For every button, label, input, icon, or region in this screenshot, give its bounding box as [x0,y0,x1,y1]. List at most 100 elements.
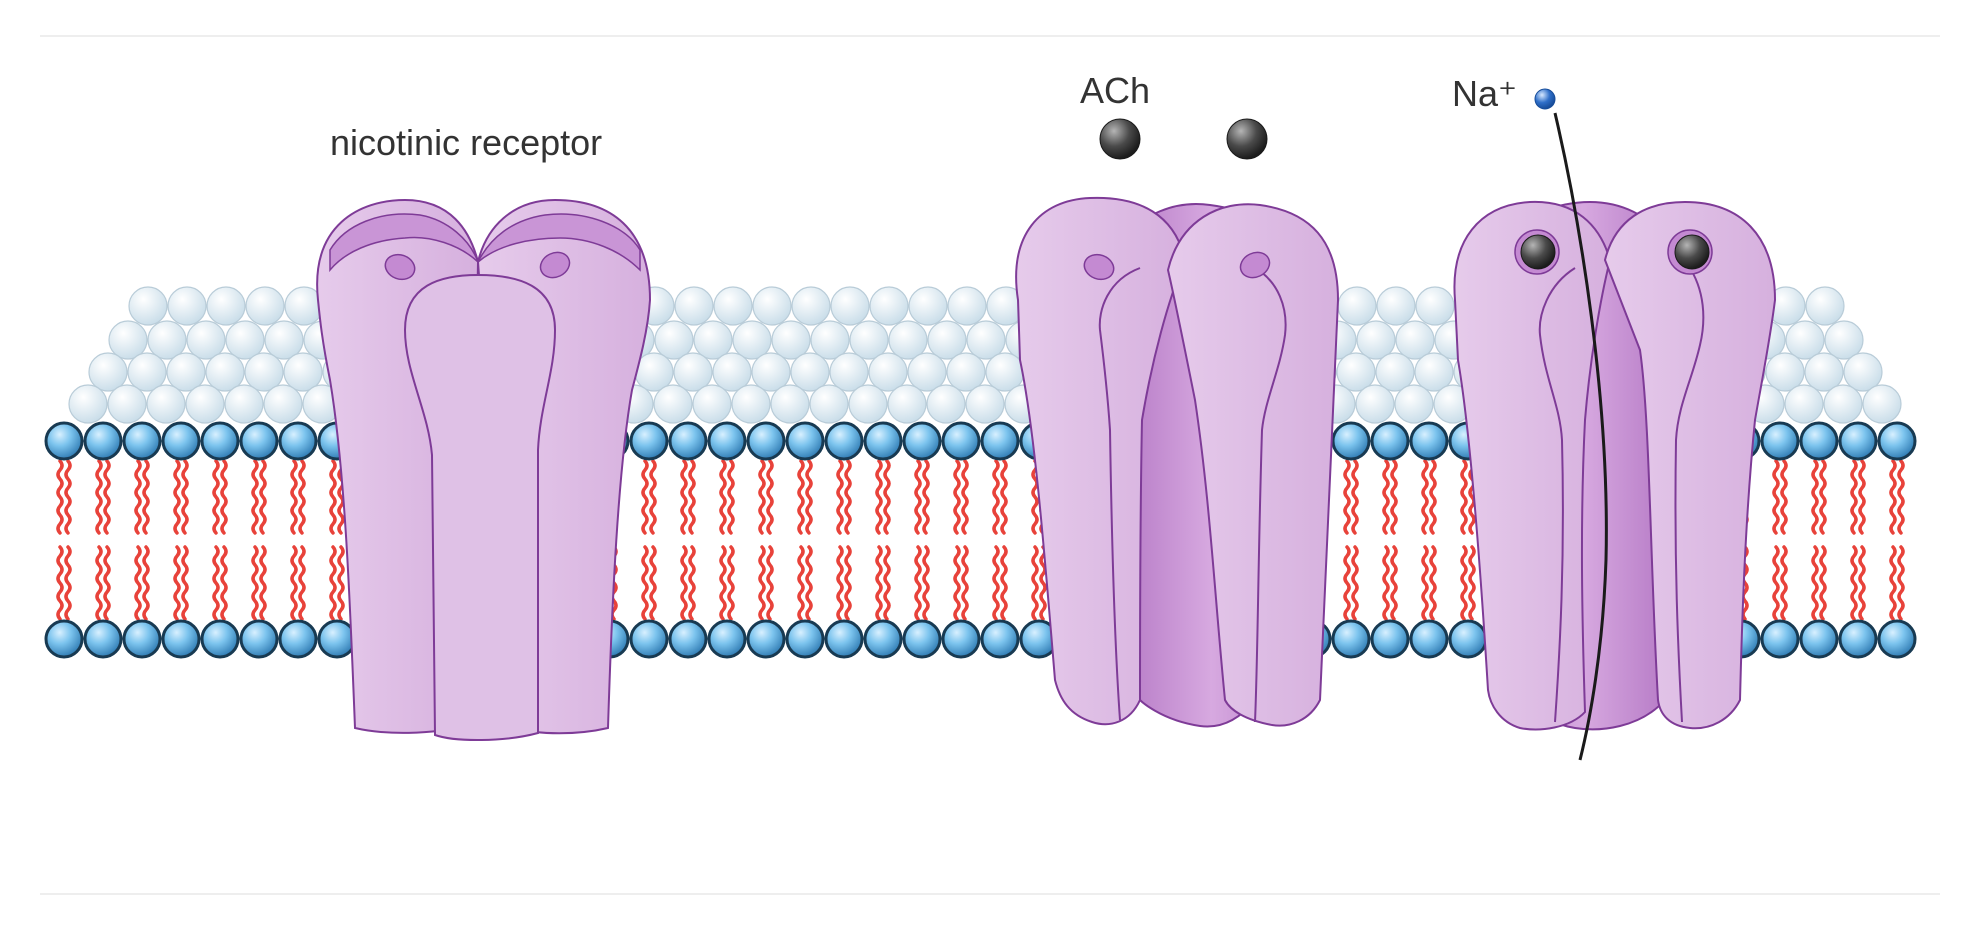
phospholipid-head [1838,421,1878,461]
lipid-tail [953,459,961,535]
extracellular-sphere [1337,286,1377,326]
lipid-tail [1039,545,1047,621]
phospholipid-head [1409,619,1449,659]
extracellular-sphere [108,320,148,360]
lipid-tail [1421,459,1429,535]
extracellular-sphere [751,352,791,392]
extracellular-sphere [1824,320,1864,360]
extracellular-sphere [1415,286,1455,326]
extracellular-sphere [1375,352,1415,392]
lipid-tail [1460,545,1468,621]
lipid-tail [1429,459,1437,535]
phospholipid-head [902,619,942,659]
extracellular-sphere [926,384,966,424]
phospholipid-head [239,421,279,461]
extracellular-sphere [205,352,245,392]
extracellular-sphere [693,320,733,360]
lipid-tail [134,459,142,535]
lipid-tail [688,459,696,535]
lipid-tail [727,545,735,621]
lipid-tail [1000,545,1008,621]
lipid-tail [758,459,766,535]
extracellular-sphere [264,320,304,360]
lipid-tail [1889,545,1897,621]
lipid-tail [680,459,688,535]
extracellular-sphere [1784,384,1824,424]
extracellular-sphere [946,352,986,392]
extracellular-sphere [1804,352,1844,392]
lipid-tail [1390,459,1398,535]
lipid-tail [649,459,657,535]
phospholipid-head [1370,421,1410,461]
lipid-tail [766,545,774,621]
lipid-tail [1897,459,1905,535]
phospholipid-head [1331,619,1371,659]
receptor-label: nicotinic receptor [330,122,602,163]
lipid-tail [290,459,298,535]
lipid-tail [797,545,805,621]
extracellular-sphere [673,352,713,392]
receptor-closed [316,198,652,742]
extracellular-sphere [146,384,186,424]
lipid-tail [1000,459,1008,535]
lipid-tail [1390,545,1398,621]
lipid-tail [805,459,813,535]
receptor-closed-binding-pocket-right [539,251,571,279]
extracellular-sphere [752,286,792,326]
lipid-tail [1897,545,1905,621]
extracellular-sphere [771,320,811,360]
phospholipid-head [1838,619,1878,659]
extracellular-sphere [1376,286,1416,326]
extracellular-sphere [830,286,870,326]
phospholipid-head [668,619,708,659]
extracellular-sphere [166,352,206,392]
extracellular-sphere [849,320,889,360]
extracellular-sphere [88,352,128,392]
extracellular-sphere [1336,352,1376,392]
receptor-open-channel [1453,200,1777,731]
lipid-tail [95,545,103,621]
lipid-tail [142,545,150,621]
lipid-tail [914,545,922,621]
lipid-tail [103,459,111,535]
lipid-tail [1858,459,1866,535]
extracellular-sphere [965,384,1005,424]
phospholipid-head [122,421,162,461]
phospholipid-head [1760,421,1800,461]
extracellular-sphere [674,286,714,326]
lipid-tail [95,459,103,535]
extracellular-sphere [1394,384,1434,424]
phospholipid-head [785,619,825,659]
phospholipid-head [122,619,162,659]
lipid-tail [961,459,969,535]
extracellular-sphere [1414,352,1454,392]
ach-molecule-bound-2 [1674,234,1710,270]
lipid-tail [64,545,72,621]
lipid-tail [1850,459,1858,535]
phospholipid-head [83,421,123,461]
phospholipid-head [83,619,123,659]
lipid-tail [914,459,922,535]
lipid-tail [649,545,657,621]
phospholipid-head [1799,619,1839,659]
extracellular-sphere [128,286,168,326]
lipid-tail [641,459,649,535]
phospholipid-head [278,421,318,461]
lipid-tail [1421,545,1429,621]
extracellular-sphere [869,286,909,326]
phospholipid-head [824,619,864,659]
receptor-approaching-inner-loop-left [1098,267,1141,721]
extracellular-sphere [1355,384,1395,424]
phospholipid-head [1448,619,1488,659]
extracellular-sphere [127,352,167,392]
lipid-tail [719,545,727,621]
extracellular-sphere [224,384,264,424]
extracellular-sphere [1785,320,1825,360]
extracellular-sphere [947,286,987,326]
extracellular-sphere [810,320,850,360]
phospholipid-head [1409,421,1449,461]
extracellular-sphere [791,286,831,326]
receptor-approaching-binding-pocket-right [1239,251,1271,279]
lipid-tail [1468,545,1476,621]
lipid-tail [290,545,298,621]
